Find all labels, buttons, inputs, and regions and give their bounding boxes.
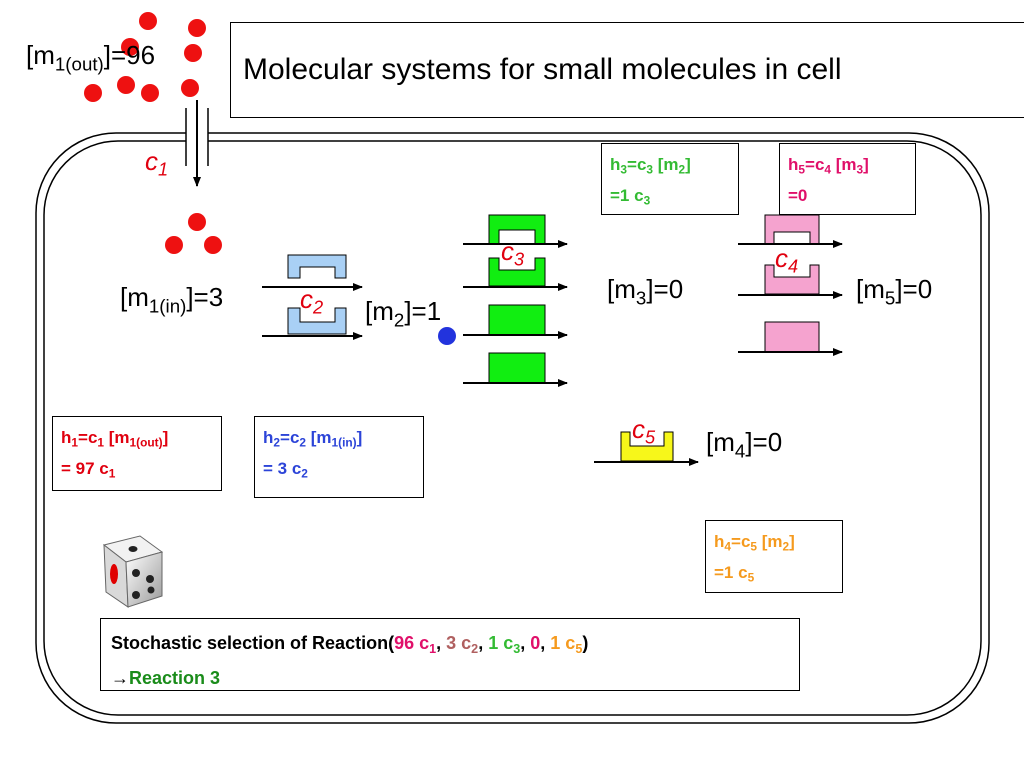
- rate-c2-label: c2: [300, 284, 324, 318]
- selection-result-line: →Reaction 3: [111, 664, 789, 693]
- enzymes-c3: [463, 214, 568, 387]
- rate-c4-label: c4: [775, 243, 799, 277]
- formula-h5: h5=c4 [m3] =0: [779, 143, 916, 215]
- selection-result: Reaction 3: [129, 667, 221, 688]
- selection-item: 96 c1: [394, 633, 437, 656]
- formula-h3: h3=c3 [m2] =1 c3: [601, 143, 739, 215]
- formula-h4: h4=c5 [m2] =1 c5: [705, 520, 843, 593]
- page-title: Molecular systems for small molecules in…: [243, 53, 842, 86]
- inside-molecules: [165, 213, 222, 254]
- m4-label: [m4]=0: [706, 427, 783, 462]
- cell-membrane: [35, 132, 990, 724]
- arrow-icon: →: [111, 667, 129, 688]
- formula-h2: h2=c2 [m1(in)] = 3 c2: [254, 416, 424, 498]
- selection-separator: ,: [478, 633, 489, 653]
- selection-item: 0: [530, 633, 541, 653]
- selection-item: 1 c5: [550, 633, 583, 656]
- rate-c5-label: c5: [632, 414, 656, 448]
- transporter-c2: [262, 254, 363, 340]
- membrane-channel: [185, 100, 209, 187]
- m2-molecule: [438, 327, 456, 345]
- outside-molecules: [84, 12, 206, 102]
- selection-item: 3 c2: [446, 633, 479, 656]
- m5-label: [m5]=0: [856, 274, 933, 309]
- enzymes-c4: [738, 214, 843, 356]
- m1-out-label: [m1(out)]=96: [26, 40, 156, 75]
- selection-item: 1 c3: [488, 633, 521, 656]
- formula-h1: h1=c1 [m1(out)] = 97 c1: [52, 416, 222, 491]
- m2-label: [m2]=1: [365, 296, 442, 331]
- selection-separator: ,: [436, 633, 447, 653]
- m1-in-label: [m1(in)]=3: [120, 282, 224, 317]
- selection-line: Stochastic selection of Reaction(96 c1, …: [111, 633, 589, 656]
- dice-icon: [102, 535, 164, 608]
- title-box: Molecular systems for small molecules in…: [230, 22, 1024, 118]
- selection-box: Stochastic selection of Reaction(96 c1, …: [100, 618, 800, 691]
- rate-c1-label: c1: [145, 146, 169, 180]
- enzyme-c5: [594, 431, 699, 466]
- selection-items: 96 c1, 3 c2, 1 c3, 0, 1 c5: [394, 633, 583, 656]
- rate-c3-label: c3: [501, 236, 525, 270]
- selection-separator: ,: [540, 633, 551, 653]
- m3-label: [m3]=0: [607, 274, 684, 309]
- selection-separator: ,: [520, 633, 531, 653]
